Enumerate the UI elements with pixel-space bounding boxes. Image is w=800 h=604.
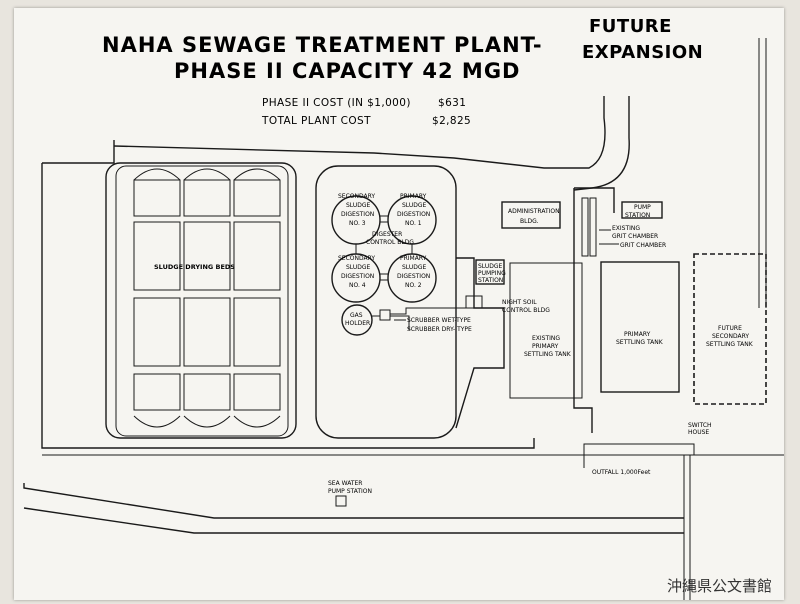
sea-water-label: SEA WATER PUMP STATION	[328, 480, 372, 495]
primary-settling-label: PRIMARY SETTLING TANK	[616, 331, 664, 346]
pump-station-label: PUMP STATION	[625, 204, 653, 219]
future-label-line2: EXPANSION	[582, 42, 703, 63]
digester-control-label: DIGESTER CONTROL BLDG.	[366, 231, 416, 246]
site-roads	[23, 38, 784, 600]
sludge-pumping-label: SLUDGE PUMPING STATION	[478, 263, 508, 284]
sea-water-pump-station	[335, 495, 347, 507]
pipe-corridor	[455, 257, 505, 429]
gas-holder-label: GAS HOLDER	[345, 312, 370, 327]
scrubber-dry-label: SCRUBBER DRY- TYPE	[407, 326, 472, 333]
digester-2-label: PRIMARY SLUDGE DIGESTION NO. 2	[397, 255, 432, 289]
night-soil-label: NIGHT SOIL CONTROL BLDG	[502, 299, 550, 314]
administration-building	[501, 201, 561, 229]
digester-4-label: SECONDARY SLUDGE DIGESTION NO. 4	[338, 255, 377, 289]
scrubber-wet-label: SCRUBBER WET-TYPE	[407, 317, 471, 324]
switch-house-label: SWITCH HOUSE	[688, 422, 713, 436]
primary-settling-tank	[600, 261, 680, 393]
existing-primary-label: EXISTING PRIMARY SETTLING TANK	[524, 335, 572, 358]
sludge-pumping-station	[475, 259, 505, 285]
phase2-cost-label: PHASE II COST (IN $1,000)	[262, 97, 411, 109]
archive-watermark: 沖縄県公文書館	[666, 577, 772, 595]
outfall-line	[583, 443, 695, 468]
grit-chamber-label: GRIT CHAMBER	[620, 242, 666, 249]
plan-title-line2: PHASE II CAPACITY 42 MGD	[174, 59, 521, 83]
gas-holder	[341, 304, 373, 336]
night-soil-building	[465, 295, 483, 309]
future-secondary-label: FUTURE SECONDARY SETTLING TANK	[706, 325, 754, 348]
digester-complex: SECONDARY SLUDGE DIGESTION NO. 3 PRIMARY…	[315, 165, 474, 439]
sludge-drying-beds: SLUDGE DRYING BEDS	[105, 162, 297, 439]
existing-primary-settling-tank	[509, 262, 583, 399]
drawing-sheet: NAHA SEWAGE TREATMENT PLANT- PHASE II CA…	[14, 8, 784, 600]
digester-3-label: SECONDARY SLUDGE DIGESTION NO. 3	[338, 193, 377, 227]
pump-station	[621, 201, 663, 219]
administration-label: ADMINISTRATION BLDG.	[508, 208, 562, 225]
future-label-line1: FUTURE	[589, 16, 672, 37]
grit-chambers	[573, 187, 619, 433]
existing-grit-label: EXISTING GRIT CHAMBER	[612, 225, 658, 240]
plan-title-line1: NAHA SEWAGE TREATMENT PLANT-	[102, 33, 543, 57]
total-cost-value: $2,825	[432, 115, 471, 127]
outfall-label: OUTFALL 1,000Feet	[592, 469, 651, 476]
digester-1-label: PRIMARY SLUDGE DIGESTION NO. 1	[397, 193, 432, 227]
future-secondary-settling-tank	[693, 253, 767, 405]
total-cost-label: TOTAL PLANT COST	[261, 115, 371, 127]
scrubber	[379, 309, 391, 321]
sludge-drying-beds-label: SLUDGE DRYING BEDS	[154, 263, 235, 271]
phase2-cost-value: $631	[438, 97, 466, 109]
site-plan: NAHA SEWAGE TREATMENT PLANT- PHASE II CA…	[23, 16, 784, 600]
